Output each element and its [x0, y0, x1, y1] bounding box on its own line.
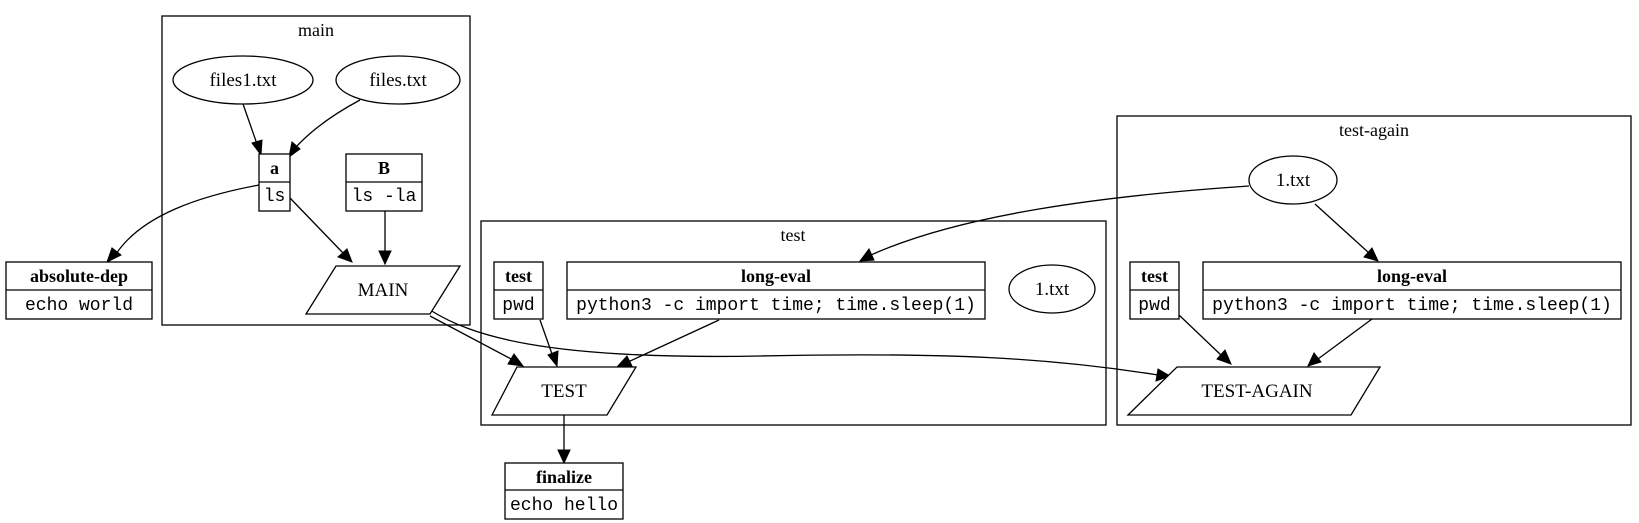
arrowhead [251, 139, 263, 157]
edge-a-to-absolute-dep [115, 184, 260, 255]
edge-ta-1txt-to-ta-long-eval [1314, 203, 1370, 254]
edge-long-eval-to-test [627, 319, 720, 363]
node-files1-txt: files1.txt [172, 55, 314, 105]
arrowhead [858, 248, 875, 262]
node-absolute-dep-command: echo world [25, 296, 133, 316]
node-ta-target-label: TEST-AGAIN [1201, 381, 1312, 402]
node-ta-long-eval-title: long-eval [1377, 266, 1447, 286]
node-files-txt: files.txt [335, 55, 461, 105]
arrowhead [1363, 247, 1379, 262]
node-a-command: ls [264, 187, 286, 207]
node-files1-txt-label: files1.txt [209, 70, 277, 91]
arrowhead [288, 141, 301, 159]
node-b-title: B [378, 158, 390, 178]
arrowhead [1216, 349, 1232, 365]
edge-test-pwd-to-test [539, 319, 553, 355]
arrowhead [337, 248, 353, 263]
node-test-long-eval-title: long-eval [741, 266, 811, 286]
node-b-command: ls -la [352, 187, 417, 207]
node-test-test: test pwd [493, 261, 544, 320]
edges [106, 99, 1379, 465]
node-ta-1txt: 1.txt [1248, 155, 1338, 205]
node-ta-long-eval-command: python3 -c import time; time.sleep(1) [1212, 296, 1612, 316]
edge-main-to-test [429, 315, 514, 361]
arrowhead [547, 350, 559, 368]
arrowhead [557, 449, 571, 465]
arrowhead [106, 247, 122, 264]
node-absolute-dep-title: absolute-dep [30, 266, 128, 286]
cluster-main: main [161, 15, 471, 326]
node-a: a ls [258, 153, 291, 212]
node-files-txt-label: files.txt [369, 70, 427, 91]
cluster-test-again: test-again [1116, 115, 1632, 426]
cluster-test-again-label: test-again [1339, 120, 1409, 140]
arrowhead [615, 355, 633, 368]
node-ta-test: test pwd [1129, 261, 1180, 320]
edge-ta-long-eval-to-test-again [1317, 318, 1373, 360]
node-test-test-title: test [505, 266, 532, 286]
node-finalize: finalize echo hello [504, 462, 624, 520]
cluster-test: test [480, 220, 1107, 426]
edge-ta-test-pwd-to-test-again [1178, 314, 1223, 357]
node-test-long-eval-command: python3 -c import time; time.sleep(1) [576, 296, 976, 316]
node-test-1txt: 1.txt [1008, 264, 1096, 314]
arrowhead [507, 353, 525, 367]
edge-main-to-test-again [429, 309, 1159, 376]
cluster-main-label: main [298, 20, 334, 40]
node-absolute-dep: absolute-dep echo world [5, 261, 153, 320]
edge-files1-to-a [242, 103, 258, 145]
node-b: B ls -la [345, 153, 423, 212]
node-ta-1txt-label: 1.txt [1276, 170, 1311, 191]
node-ta-test-title: test [1141, 266, 1168, 286]
node-main-target-label: MAIN [358, 280, 409, 301]
node-test-1txt-label: 1.txt [1035, 279, 1070, 300]
edge-a-to-main [289, 197, 345, 255]
node-test-target-label: TEST [541, 381, 587, 402]
node-test-long-eval: long-eval python3 -c import time; time.s… [566, 261, 986, 320]
cluster-test-label: test [781, 225, 806, 245]
edge-ta-1txt-to-test-long-eval [870, 185, 1250, 256]
node-a-title: a [270, 158, 279, 178]
arrowhead [378, 250, 392, 266]
arrowhead [1307, 352, 1322, 367]
node-ta-long-eval: long-eval python3 -c import time; time.s… [1202, 261, 1622, 320]
node-test-target: TEST [490, 366, 638, 416]
node-finalize-title: finalize [536, 467, 592, 487]
node-finalize-command: echo hello [510, 496, 618, 516]
node-ta-test-command: pwd [1138, 296, 1170, 316]
node-ta-target: TEST-AGAIN [1126, 366, 1382, 416]
edge-files-to-a [295, 99, 361, 148]
arrowhead [1155, 368, 1172, 382]
node-main-target: MAIN [304, 265, 462, 315]
node-test-test-command: pwd [502, 296, 534, 316]
